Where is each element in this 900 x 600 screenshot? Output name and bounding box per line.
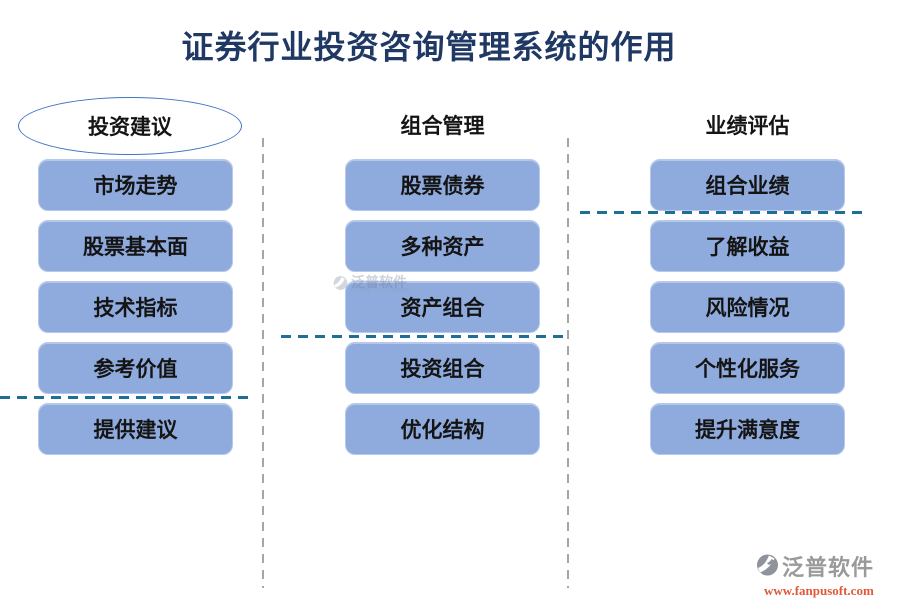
node-understand-returns: 了解收益	[650, 220, 845, 272]
node-risk-situation: 风险情况	[650, 281, 845, 333]
node-improve-satisfaction: 提升满意度	[650, 403, 845, 455]
node-asset-portfolio: 资产组合	[345, 281, 540, 333]
node-investment-portfolio: 投资组合	[345, 342, 540, 394]
column-header-portfolio-management: 组合管理	[400, 114, 485, 138]
watermark-brand-name: 泛普软件	[351, 274, 407, 290]
node-portfolio-performance: 组合业绩	[650, 159, 845, 211]
watermark-tagline: FANPU SOFTWARE	[351, 288, 412, 294]
node-optimize-structure: 优化结构	[345, 403, 540, 455]
brand-logo: 泛普软件 www.fanpusoft.com	[756, 553, 896, 597]
brand-name: 泛普软件	[782, 554, 875, 580]
column-header-performance-evaluation: 业绩评估	[705, 114, 790, 138]
center-watermark: 泛普软件 FANPU SOFTWARE	[333, 275, 411, 296]
teal-dashed-line-col2	[281, 335, 563, 338]
node-market-trend: 市场走势	[38, 159, 233, 211]
column-performance-evaluation: 组合业绩 了解收益 风险情况 个性化服务 提升满意度	[650, 159, 845, 455]
page-title: 证券行业投资咨询管理系统的作用	[181, 29, 677, 65]
node-technical-indicators: 技术指标	[38, 281, 233, 333]
column-divider-vertical-2	[567, 138, 569, 588]
teal-dashed-line-col3	[580, 211, 866, 214]
node-multiple-assets: 多种资产	[345, 220, 540, 272]
fanpu-logo-icon	[333, 275, 348, 296]
column-header-ellipse-investment-advice: 投资建议	[18, 97, 242, 155]
node-stock-fundamentals: 股票基本面	[38, 220, 233, 272]
node-reference-value: 参考价值	[38, 342, 233, 394]
teal-dashed-line-col1	[0, 396, 253, 399]
brand-url: www.fanpusoft.com	[764, 583, 874, 598]
column-divider-vertical-1	[262, 138, 264, 588]
node-provide-advice: 提供建议	[38, 403, 233, 455]
column-portfolio-management: 股票债券 多种资产 资产组合 投资组合 优化结构	[345, 159, 540, 455]
node-stocks-bonds: 股票债券	[345, 159, 540, 211]
node-personalized-service: 个性化服务	[650, 342, 845, 394]
fanpu-logo-icon	[756, 553, 779, 582]
column-investment-advice: 市场走势 股票基本面 技术指标 参考价值 提供建议	[38, 159, 233, 455]
